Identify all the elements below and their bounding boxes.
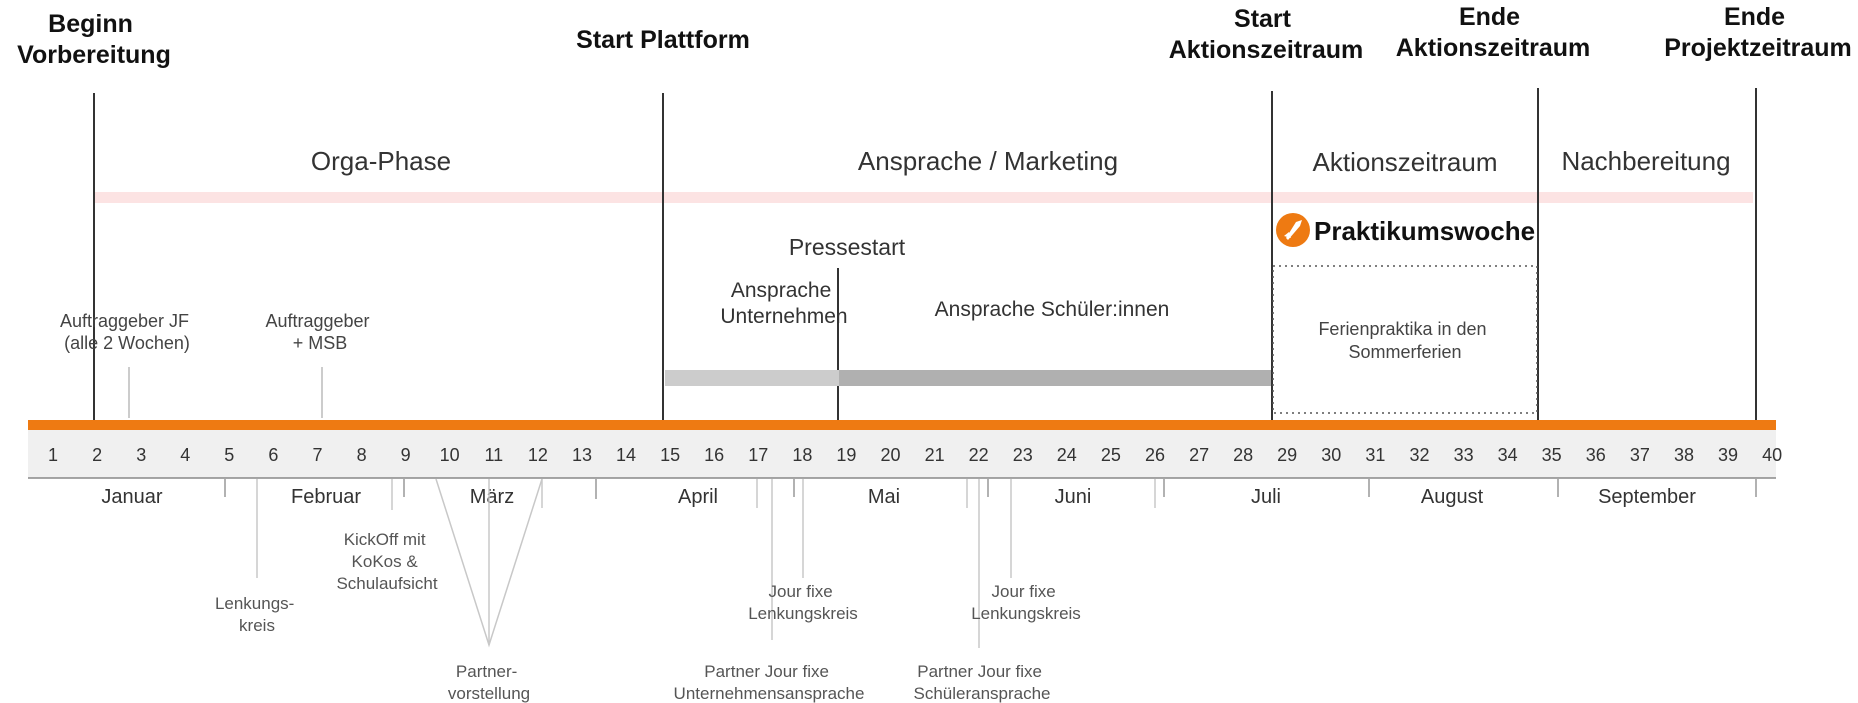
week-number: 10 bbox=[440, 445, 460, 465]
week-strip bbox=[28, 430, 1776, 478]
week-number: 33 bbox=[1454, 445, 1474, 465]
week-number: 26 bbox=[1145, 445, 1165, 465]
phase-band bbox=[95, 192, 1753, 203]
month-label: April bbox=[678, 486, 718, 508]
week-number: 38 bbox=[1674, 445, 1694, 465]
month-label: Januar bbox=[101, 486, 162, 508]
month-label: März bbox=[470, 486, 514, 508]
week-number: 36 bbox=[1586, 445, 1606, 465]
ansprache-unternehmen-bar bbox=[665, 370, 839, 386]
week-number: 12 bbox=[528, 445, 548, 465]
month-labels: Januar Februar März April Mai Juni Juli August S… bbox=[101, 486, 1696, 508]
week-number: 8 bbox=[357, 445, 367, 465]
week-number: 28 bbox=[1233, 445, 1253, 465]
praktikumswoche-logo: Praktikumswoche bbox=[1276, 213, 1535, 247]
week-number: 7 bbox=[312, 445, 322, 465]
pressestart-label: Pressestart bbox=[789, 234, 906, 260]
week-number: 40 bbox=[1762, 445, 1782, 465]
week-number: 9 bbox=[401, 445, 411, 465]
month-label: Mai bbox=[868, 486, 900, 508]
month-label: September bbox=[1598, 486, 1696, 508]
meeting-auftraggeber-msb: Auftraggeber + MSB bbox=[265, 311, 374, 353]
meeting-partnervorstellung: Partner- vorstellung bbox=[448, 662, 530, 703]
week-number: 4 bbox=[180, 445, 190, 465]
logo-text: Praktikumswoche bbox=[1314, 216, 1535, 246]
week-number: 16 bbox=[704, 445, 724, 465]
meeting-pointers-below bbox=[256, 478, 1156, 648]
week-number: 18 bbox=[792, 445, 812, 465]
week-number: 3 bbox=[136, 445, 146, 465]
ferienpraktika-text: Ferienpraktika in den Sommerferien bbox=[1318, 319, 1491, 362]
ferienpraktika-box bbox=[1272, 265, 1538, 414]
week-number: 35 bbox=[1542, 445, 1562, 465]
phase-aktionszeitraum: Aktionszeitraum bbox=[1313, 147, 1498, 177]
week-number: 21 bbox=[925, 445, 945, 465]
milestone-ende-projekt: Ende Projektzeitraum bbox=[1664, 3, 1852, 62]
week-number: 5 bbox=[224, 445, 234, 465]
week-number: 6 bbox=[268, 445, 278, 465]
milestone-start-plattform: Start Plattform bbox=[576, 26, 750, 54]
week-number: 37 bbox=[1630, 445, 1650, 465]
week-number: 32 bbox=[1409, 445, 1429, 465]
week-number: 19 bbox=[836, 445, 856, 465]
meeting-lenkungskreis: Lenkungs- kreis bbox=[215, 594, 299, 635]
week-number: 25 bbox=[1101, 445, 1121, 465]
week-number: 27 bbox=[1189, 445, 1209, 465]
week-number: 1 bbox=[48, 445, 58, 465]
week-number: 31 bbox=[1365, 445, 1385, 465]
week-number: 39 bbox=[1718, 445, 1738, 465]
meeting-jour-fixe-lenkungskreis-1: Jour fixe Lenkungskreis bbox=[748, 582, 858, 623]
week-number: 20 bbox=[880, 445, 900, 465]
month-label: August bbox=[1421, 486, 1484, 508]
phase-ansprache: Ansprache / Marketing bbox=[858, 146, 1118, 176]
meeting-jour-fixe-lenkungskreis-2: Jour fixe Lenkungskreis bbox=[971, 582, 1081, 623]
week-number: 29 bbox=[1277, 445, 1297, 465]
phase-orga: Orga-Phase bbox=[311, 146, 451, 176]
week-number: 2 bbox=[92, 445, 102, 465]
meeting-partner-schueleransprache: Partner Jour fixe Schüleransprache bbox=[913, 662, 1050, 703]
ansprache-unternehmen-label: Ansprache Unternehmen bbox=[720, 279, 847, 328]
week-number: 22 bbox=[969, 445, 989, 465]
month-label: Juli bbox=[1251, 486, 1281, 508]
month-label: Juni bbox=[1055, 486, 1092, 508]
milestone-ende-aktion: Ende Aktionszeitraum bbox=[1396, 3, 1590, 62]
meeting-kickoff: KickOff mit KoKos & Schulaufsicht bbox=[336, 530, 437, 593]
ansprache-schueler-bar bbox=[839, 370, 1271, 386]
week-number: 17 bbox=[748, 445, 768, 465]
timeline-bar bbox=[28, 420, 1776, 430]
week-number: 23 bbox=[1013, 445, 1033, 465]
ansprache-schueler-label: Ansprache Schüler:innen bbox=[935, 298, 1170, 321]
milestone-beginn: Beginn Vorbereitung bbox=[17, 10, 171, 69]
phase-nachbereitung: Nachbereitung bbox=[1561, 146, 1730, 176]
week-number: 30 bbox=[1321, 445, 1341, 465]
week-number: 11 bbox=[484, 445, 503, 465]
meeting-partner-unternehmensansprache: Partner Jour fixe Unternehmensansprache bbox=[674, 662, 865, 703]
month-label: Februar bbox=[291, 486, 361, 508]
week-number: 24 bbox=[1057, 445, 1077, 465]
week-number: 34 bbox=[1498, 445, 1518, 465]
week-number: 14 bbox=[616, 445, 636, 465]
meeting-auftraggeber-jf: Auftraggeber JF (alle 2 Wochen) bbox=[60, 311, 194, 353]
week-number: 15 bbox=[660, 445, 680, 465]
milestone-start-aktion: Start Aktionszeitraum bbox=[1169, 5, 1363, 64]
week-number: 13 bbox=[572, 445, 592, 465]
